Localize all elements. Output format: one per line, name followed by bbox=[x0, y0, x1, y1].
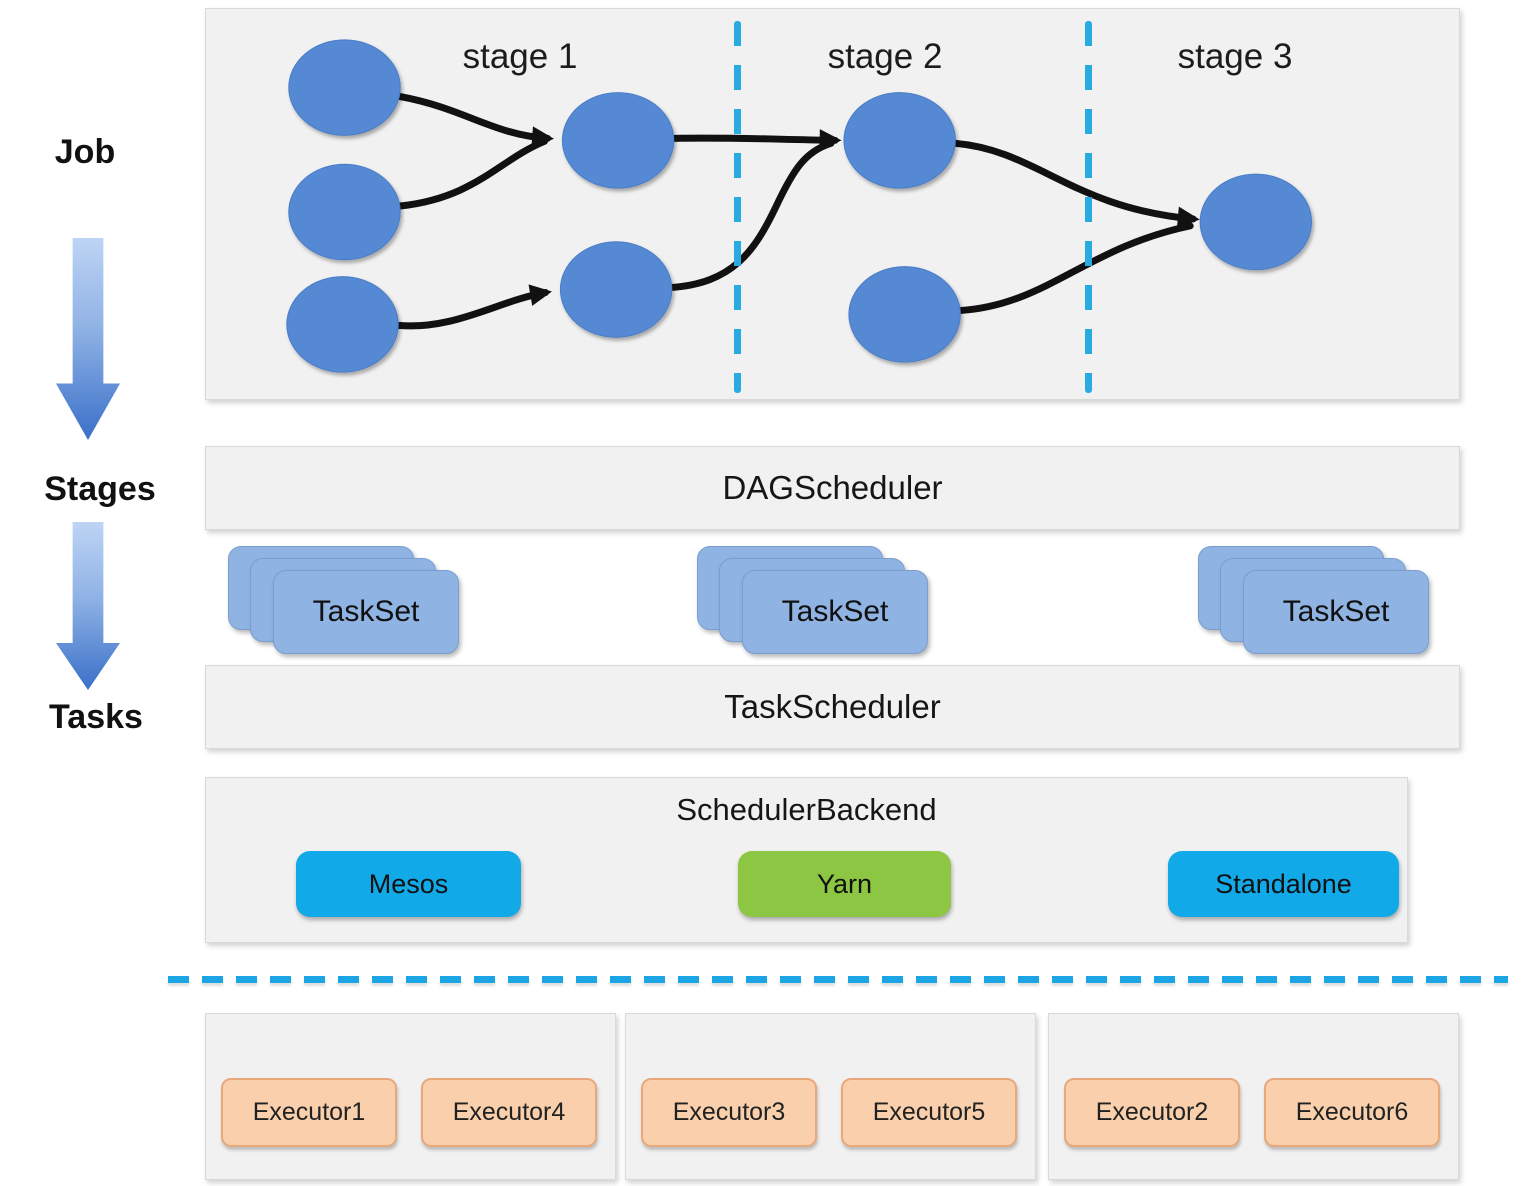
dag-scheduler-label: DAGScheduler bbox=[722, 469, 943, 506]
executor-chip: Executor3 bbox=[641, 1078, 817, 1147]
dag-edges bbox=[394, 93, 1200, 330]
rdd-node bbox=[559, 241, 673, 338]
stage-boundary-divider bbox=[1085, 21, 1092, 393]
rdd-node bbox=[288, 39, 401, 136]
tasks-label: Tasks bbox=[49, 698, 143, 736]
taskset-stack: TaskSet bbox=[1198, 546, 1430, 656]
taskset-stack: TaskSet bbox=[228, 546, 460, 656]
taskset-card: TaskSet bbox=[273, 570, 459, 654]
job-to-stages-arrow-icon bbox=[56, 238, 120, 440]
worker-node-box: Executor1 Executor4 bbox=[205, 1013, 616, 1180]
job-label: Job bbox=[54, 133, 116, 171]
rdd-node bbox=[561, 92, 675, 189]
cluster-boundary-separator bbox=[168, 976, 1508, 983]
executor-chip: Executor4 bbox=[421, 1078, 597, 1147]
backend-option-yarn: Yarn bbox=[738, 851, 951, 917]
scheduler-backend-title: SchedulerBackend bbox=[676, 792, 937, 827]
executor-chip: Executor5 bbox=[841, 1078, 1017, 1147]
executor-chip: Executor2 bbox=[1064, 1078, 1240, 1147]
stages-label: Stages bbox=[44, 470, 156, 508]
stage-3-label: stage 3 bbox=[1177, 37, 1293, 76]
dag-graph bbox=[286, 39, 1313, 373]
dag-panel: stage 1 stage 2 stage 3 bbox=[205, 8, 1460, 400]
dag-scheduler-bar: DAGScheduler bbox=[205, 446, 1460, 530]
taskset-card: TaskSet bbox=[742, 570, 928, 654]
dag-nodes bbox=[286, 39, 1313, 373]
worker-node-box: Executor3 Executor5 bbox=[625, 1013, 1036, 1180]
taskset-card: TaskSet bbox=[1243, 570, 1429, 654]
backend-option-standalone: Standalone bbox=[1168, 851, 1399, 917]
stage-2-label: stage 2 bbox=[827, 37, 943, 76]
stage-boundary-divider bbox=[734, 21, 741, 393]
stages-to-tasks-arrow-icon bbox=[56, 522, 120, 690]
task-scheduler-bar: TaskScheduler bbox=[205, 665, 1460, 749]
executor-chip: Executor1 bbox=[221, 1078, 397, 1147]
stage-1-label: stage 1 bbox=[462, 37, 578, 76]
task-scheduler-label: TaskScheduler bbox=[724, 688, 941, 725]
rdd-node bbox=[848, 266, 961, 363]
executor-chip: Executor6 bbox=[1264, 1078, 1440, 1147]
backend-option-mesos: Mesos bbox=[296, 851, 521, 917]
rdd-node bbox=[286, 276, 399, 373]
rdd-node bbox=[843, 92, 956, 189]
worker-node-box: Executor2 Executor6 bbox=[1048, 1013, 1459, 1180]
taskset-stack: TaskSet bbox=[697, 546, 929, 656]
scheduler-backend-panel: SchedulerBackend Mesos Yarn Standalone bbox=[205, 777, 1408, 943]
rdd-node bbox=[1199, 173, 1313, 271]
rdd-node bbox=[288, 163, 401, 261]
